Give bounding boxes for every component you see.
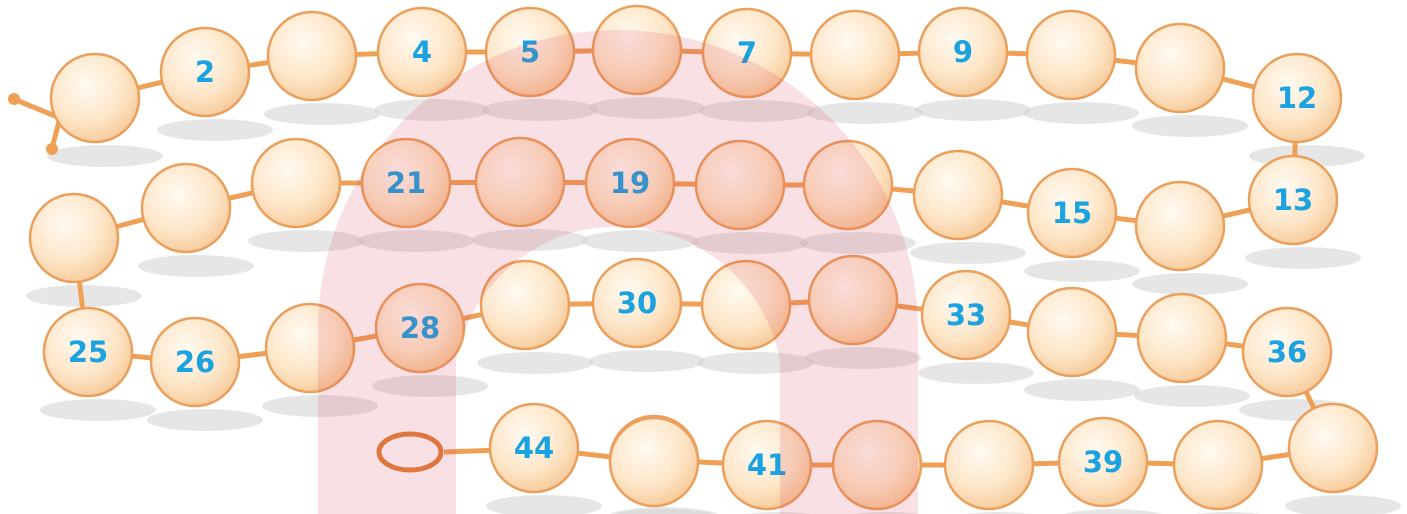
bead: 30 [593, 259, 681, 347]
bead-shadow [477, 352, 593, 374]
bead-number: 33 [946, 298, 986, 332]
bead-circle [268, 12, 356, 100]
bead-circle [30, 194, 118, 282]
bead-shadow [1132, 115, 1248, 137]
bead-shadow [1055, 509, 1171, 514]
bead [1136, 182, 1224, 270]
bead [610, 418, 698, 506]
bead-circle [1136, 182, 1224, 270]
bead: 25 [44, 308, 132, 396]
bead-shadow [1023, 102, 1139, 124]
bead: 26 [151, 318, 239, 406]
bead-shadow [915, 99, 1031, 121]
bead-circle [142, 164, 230, 252]
bead-shadow [486, 495, 602, 514]
bead-number: 26 [175, 345, 215, 379]
bead [1136, 24, 1224, 112]
bead: 33 [922, 271, 1010, 359]
bead [268, 12, 356, 100]
bead: 13 [1249, 156, 1337, 244]
bead: 2 [161, 28, 249, 116]
bead-shadow [1024, 379, 1140, 401]
bead-number: 39 [1083, 445, 1123, 479]
bead-number: 2 [195, 55, 215, 89]
bead [811, 11, 899, 99]
bead-circle [1174, 421, 1262, 509]
bead-circle [914, 151, 1002, 239]
bead-circle [1289, 404, 1377, 492]
bead-shadow [589, 350, 705, 372]
bead-number: 13 [1273, 183, 1313, 217]
bead-circle [1027, 11, 1115, 99]
bead-shadow [1024, 260, 1140, 282]
bead-circle [1136, 24, 1224, 112]
bead [945, 421, 1033, 509]
bead-shadow [1245, 247, 1361, 269]
bead-shadow [1132, 273, 1248, 295]
bead: 36 [1243, 308, 1331, 396]
bead-number: 30 [617, 286, 657, 320]
bead: 9 [919, 8, 1007, 96]
bead-circle [811, 11, 899, 99]
bead [51, 54, 139, 142]
bead-shadow [1285, 495, 1401, 514]
bead [914, 151, 1002, 239]
bead [30, 194, 118, 282]
bead-number: 4 [412, 35, 432, 69]
bead [142, 164, 230, 252]
bead-circle [51, 54, 139, 142]
bead-circle [252, 139, 340, 227]
bead: 39 [1059, 418, 1147, 506]
bead: 15 [1028, 169, 1116, 257]
bead-number: 15 [1052, 196, 1092, 230]
bead-shadow [40, 399, 156, 421]
bead-number: 36 [1267, 335, 1307, 369]
bead: 12 [1253, 54, 1341, 142]
bead [1289, 404, 1377, 492]
bead-shadow [910, 242, 1026, 264]
bead-circle [1028, 288, 1116, 376]
bead: 44 [490, 404, 578, 492]
bead-number: 12 [1277, 81, 1317, 115]
bead-number: 44 [514, 431, 554, 465]
bead-shadow [264, 103, 380, 125]
string-knob [46, 143, 58, 155]
bead-circle [945, 421, 1033, 509]
bead-circle [1138, 294, 1226, 382]
bead-shadow [157, 119, 273, 141]
bead-shadow [147, 409, 263, 431]
bead-circle [610, 418, 698, 506]
bead [1028, 288, 1116, 376]
bead [1138, 294, 1226, 382]
bead [1027, 11, 1115, 99]
string-knob [8, 93, 20, 105]
bead-number: 25 [68, 335, 108, 369]
bead [1174, 421, 1262, 509]
bead [252, 139, 340, 227]
bead-number: 9 [953, 35, 973, 69]
bead-shadow [1134, 385, 1250, 407]
bead-shadow [138, 255, 254, 277]
bead-shadow [47, 145, 163, 167]
bead-shadow [918, 362, 1034, 384]
